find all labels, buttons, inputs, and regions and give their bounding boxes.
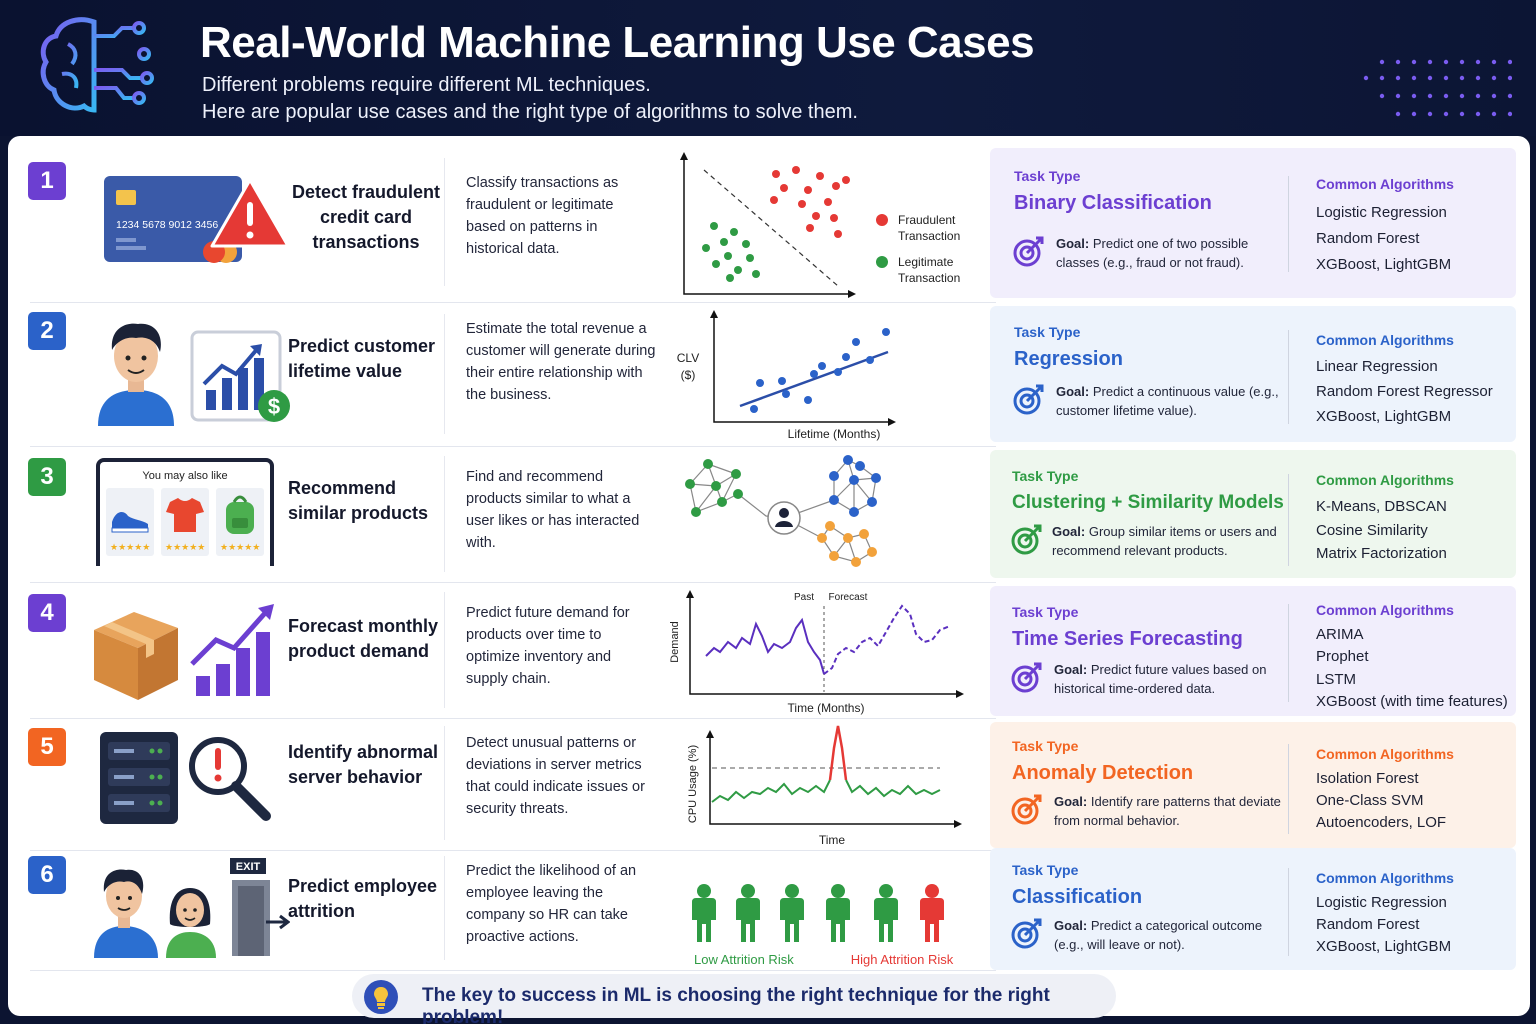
use-case-row-5: 5 Identify abnormal server behavior Dete… — [8, 718, 1530, 850]
backpack-icon — [226, 495, 254, 534]
target-icon — [1013, 236, 1044, 267]
employees-exit-icon: EXIT — [94, 858, 290, 958]
svg-text:$: $ — [268, 394, 280, 419]
case-description: Classify transactions as fraudulent or l… — [466, 175, 619, 257]
svg-text:Transaction: Transaction — [898, 271, 960, 285]
case-title: Recommend similar products — [288, 478, 429, 523]
task-name: Time Series Forecasting — [1012, 628, 1243, 650]
decorative-dots — [1363, 59, 1512, 117]
use-case-row-4: 4 Forecast monthly product demand Predic… — [8, 582, 1530, 718]
target-icon — [1011, 524, 1042, 555]
svg-text:EXIT: EXIT — [236, 861, 261, 873]
task-panel-5: Task Type Anomaly Detection Goal: Identi… — [990, 722, 1516, 848]
task-panel-1: Task Type Binary Classification Goal: Pr… — [990, 148, 1516, 298]
case-number: 3 — [28, 458, 66, 496]
case-description: Predict future demand for products over … — [466, 605, 630, 687]
case-number: 1 — [28, 162, 66, 200]
svg-text:★★★★★: ★★★★★ — [220, 542, 260, 552]
person-icon: $ — [98, 323, 290, 426]
attrition-risk-figures: Low Attrition Risk High Attrition Risk — [692, 884, 954, 967]
clv-regression-plot: CLV ($) Lifetime (Months) — [677, 310, 896, 441]
case-title: Predict employee attrition — [288, 876, 438, 921]
svg-text:Forecast: Forecast — [829, 592, 868, 603]
svg-text:★★★★★: ★★★★★ — [165, 542, 205, 552]
svg-text:★★★★★: ★★★★★ — [110, 542, 150, 552]
svg-text:CLV: CLV — [677, 351, 699, 365]
svg-text:Demand: Demand — [669, 621, 681, 663]
magnifier-alert-icon — [189, 737, 271, 821]
task-panel-4: Task Type Time Series Forecasting Goal: … — [990, 586, 1516, 716]
case-description: Predict the likelihood of an employee le… — [466, 863, 637, 945]
product-similarity-graph — [685, 455, 881, 567]
cpu-usage-anomaly-plot: CPU Usage (%) Time — [687, 725, 962, 847]
target-icon — [1011, 794, 1042, 825]
svg-text:Fraudulent: Fraudulent — [898, 213, 956, 227]
footer-text: The key to success in ML is choosing the… — [422, 985, 1050, 1024]
growth-chart-icon — [190, 604, 274, 696]
header: Real-World Machine Learning Use Cases Di… — [0, 0, 1536, 136]
brain-circuit-icon — [40, 17, 154, 113]
exit-door-icon: EXIT — [230, 858, 290, 956]
subtitle-line-2: Here are popular use cases and the right… — [202, 101, 858, 123]
task-panel-6: Task Type Classification Goal: Predict a… — [990, 848, 1516, 970]
use-case-row-3: 3 You may also like ★★★★★★★★★★★★★★★ Reco… — [8, 446, 1530, 582]
svg-text:Lifetime (Months): Lifetime (Months) — [788, 427, 881, 441]
case-title: Identify abnormal server behavior — [288, 742, 439, 787]
use-case-row-2: 2 $ Predict customer lifetime value Esti… — [8, 302, 1530, 446]
case-description: Estimate the total revenue a customer wi… — [466, 321, 656, 403]
task-panel-3: Task Type Clustering + Similarity Models… — [990, 450, 1516, 578]
user-node-icon — [767, 501, 801, 535]
dollar-icon: $ — [258, 390, 290, 422]
task-name: Anomaly Detection — [1012, 762, 1194, 784]
target-icon — [1011, 918, 1042, 949]
shoe-icon — [111, 512, 149, 533]
case-number: 2 — [28, 312, 66, 350]
case-number: 4 — [28, 594, 66, 632]
task-name: Binary Classification — [1014, 192, 1212, 214]
footer-banner: The key to success in ML is choosing the… — [352, 974, 1116, 1024]
box-icon — [94, 604, 274, 700]
task-name: Clustering + Similarity Models — [1012, 492, 1284, 513]
case-title: Forecast monthly product demand — [288, 616, 439, 661]
task-name: Classification — [1012, 886, 1143, 908]
case-title: Predict customer lifetime value — [288, 336, 436, 381]
server-icon — [100, 732, 271, 824]
subtitle-line-1: Different problems require different ML … — [202, 74, 651, 96]
svg-text:Past: Past — [794, 592, 814, 603]
svg-text:Time (Months): Time (Months) — [788, 701, 865, 715]
use-case-row-6: 6 EXIT Predict employee attrition Predic… — [8, 848, 1530, 970]
svg-text:Low Attrition Risk: Low Attrition Risk — [694, 952, 794, 967]
target-icon — [1011, 662, 1042, 693]
case-description: Detect unusual patterns or deviations in… — [466, 735, 645, 817]
lightbulb-icon — [364, 980, 398, 1014]
svg-text:Time: Time — [819, 833, 846, 847]
case-description: Find and recommend products similar to w… — [466, 469, 640, 551]
case-number: 6 — [28, 856, 66, 894]
use-cases-card: 1 1234 5678 9012 3456 Detect fraudulent … — [8, 136, 1530, 1016]
target-icon — [1013, 384, 1044, 415]
task-name: Regression — [1014, 348, 1123, 370]
page-title: Real-World Machine Learning Use Cases — [200, 18, 1035, 67]
svg-text:Legitimate: Legitimate — [898, 255, 954, 269]
svg-text:Transaction: Transaction — [898, 229, 960, 243]
svg-text:($): ($) — [681, 368, 696, 382]
svg-text:High Attrition Risk: High Attrition Risk — [851, 952, 954, 967]
svg-text:CPU Usage (%): CPU Usage (%) — [687, 745, 699, 823]
demand-forecast-plot: Demand Time (Months) Past Forecast — [669, 590, 964, 715]
tshirt-icon — [166, 498, 204, 532]
credit-card-icon: 1234 5678 9012 3456 — [104, 176, 290, 263]
growth-chart-icon — [190, 330, 282, 422]
card-number: 1234 5678 9012 3456 — [116, 219, 218, 231]
use-case-row-1: 1 1234 5678 9012 3456 Detect fraudulent … — [8, 136, 1530, 302]
case-number: 5 — [28, 728, 66, 766]
warning-icon — [210, 178, 290, 248]
task-panel-2: Task Type Regression Goal: Predict a con… — [990, 306, 1516, 442]
recommendation-panel: You may also like ★★★★★★★★★★★★★★★ — [96, 458, 274, 566]
case-title: Detect fraudulent credit card transactio… — [291, 182, 441, 252]
